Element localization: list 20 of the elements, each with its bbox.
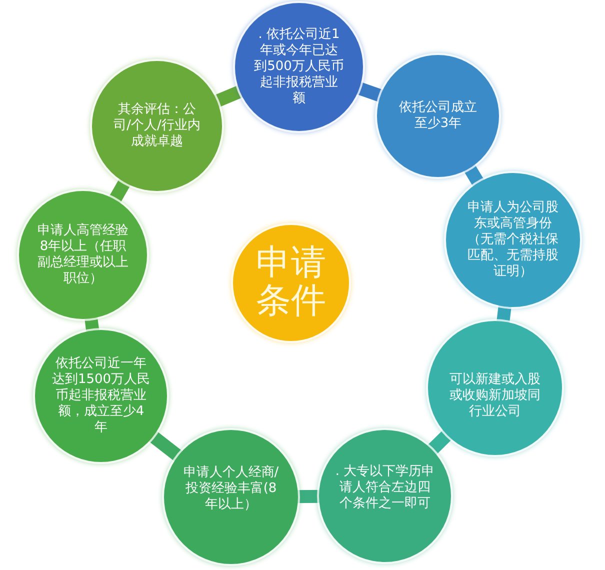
condition-text: 可以新建或入股或收购新加坡同行业公司 (449, 372, 541, 420)
condition-circle (428, 321, 562, 455)
condition-text: 其余评估：公司/个人/行业内成就卓越 (113, 102, 201, 150)
condition-text: . 大专以下学历申请人符合左边四个条件之一即可 (335, 464, 435, 512)
condition-text: . 依托公司近1年或今年已达到500万人民币起非报税营业额 (254, 27, 344, 107)
condition-circle (35, 330, 167, 462)
condition-text: 申请人为公司股东或高管身份（无需个税社保匹配、无需持股证明） (467, 200, 559, 280)
condition-circle (319, 430, 451, 562)
condition-text: 申请人个人经商/投资经验丰富(8年以上） (183, 465, 279, 513)
condition-circle (377, 55, 499, 177)
condition-circle (446, 173, 580, 307)
condition-text: 依托公司近一年达到1500万人民币起非报税营业额，成立至少4年 (52, 356, 150, 436)
condition-text: 申请人高管经验8年以上（任职副总经理或以上职位） (36, 223, 130, 287)
condition-circle (164, 430, 298, 564)
condition-circle (235, 3, 363, 131)
condition-circle (92, 61, 222, 191)
center-circle (233, 225, 349, 341)
center-title: 申请条件 (255, 245, 327, 321)
condition-circle (19, 191, 147, 319)
condition-text: 依托公司成立至少3年 (398, 100, 478, 132)
